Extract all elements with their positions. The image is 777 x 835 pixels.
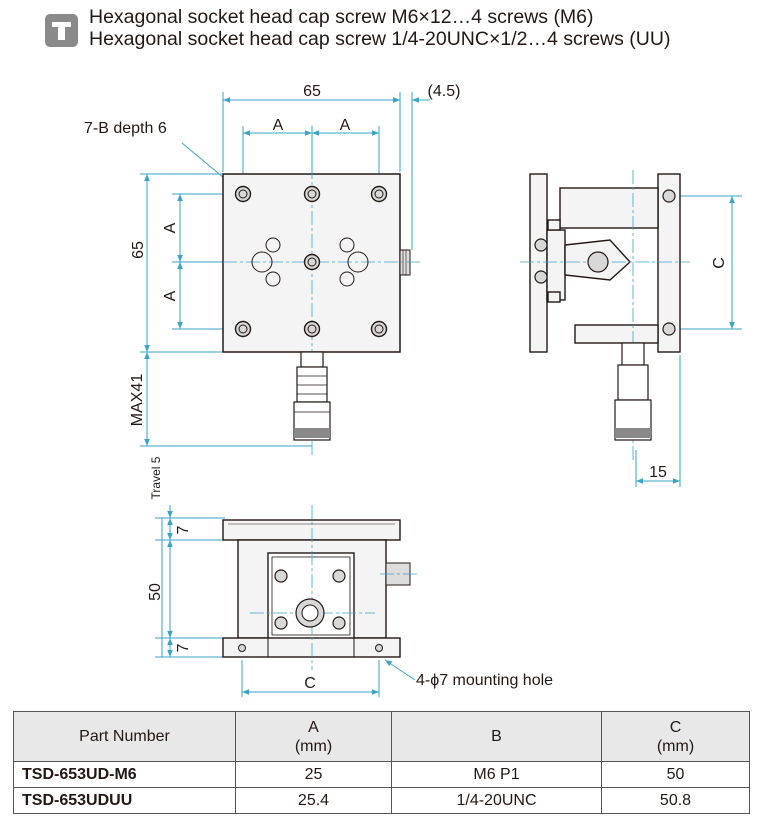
- cell-b: 1/4-20UNC: [391, 787, 602, 814]
- cell-a: 25: [235, 761, 392, 788]
- table-row: TSD-653UDUU 25.4 1/4-20UNC 50.8: [13, 787, 750, 814]
- top-a-dim-1: A: [273, 117, 284, 134]
- front-top-dim: 7: [175, 525, 192, 534]
- top-width-dim: 65: [303, 83, 321, 100]
- spec-table: Part Number A(mm) B C(mm) TSD-653UD-M6 2…: [13, 711, 750, 814]
- hole-depth-note: 7-B depth 6: [84, 120, 167, 137]
- top-a-dim-v2: A: [162, 290, 179, 301]
- header-c: C(mm): [601, 711, 750, 762]
- top-view: 65 (4.5) A A 7-B depth 6 65 A A MAX41: [84, 83, 460, 455]
- cell-b: M6 P1: [391, 761, 602, 788]
- travel-label: Travel 5: [149, 456, 163, 499]
- top-height-dim: 65: [130, 241, 147, 259]
- hex-socket-screw-icon: [45, 14, 78, 47]
- technical-drawing: 65 (4.5) A A 7-B depth 6 65 A A MAX41: [84, 83, 742, 697]
- cell-part: TSD-653UDUU: [13, 787, 236, 814]
- header-a-unit: (mm): [294, 737, 333, 755]
- table-row: TSD-653UD-M6 25 M6 P1 50: [13, 761, 750, 788]
- side-c-dim: C: [711, 257, 728, 269]
- side-offset-dim: 15: [649, 464, 667, 481]
- top-a-dim-v1: A: [162, 222, 179, 233]
- front-height-dim: 50: [147, 583, 164, 601]
- cell-c: 50: [601, 761, 750, 788]
- top-a-dim-2: A: [340, 117, 351, 134]
- screw-note-line-m6: Hexagonal socket head cap screw M6×12…4 …: [89, 6, 594, 28]
- screw-note-line-uu: Hexagonal socket head cap screw 1/4-20UN…: [89, 28, 671, 50]
- top-offset-dim: (4.5): [428, 83, 461, 100]
- side-view: C 15: [520, 170, 742, 487]
- header-a: A(mm): [235, 711, 392, 762]
- front-c-dim: C: [304, 675, 316, 692]
- header-b: B: [391, 711, 602, 762]
- front-bottom-dim: 7: [175, 643, 192, 652]
- micrometer-max-dim: MAX41: [129, 374, 146, 427]
- cell-a: 25.4: [235, 787, 392, 814]
- cell-part: TSD-653UD-M6: [13, 761, 236, 788]
- cell-c: 50.8: [601, 787, 750, 814]
- front-view: Travel 5 7 50 7 C 4-ϕ7 mounting hole: [147, 456, 553, 697]
- header-c-unit: (mm): [656, 737, 695, 755]
- header-part-number: Part Number: [13, 711, 236, 762]
- table-header-row: Part Number A(mm) B C(mm): [13, 711, 750, 762]
- mounting-hole-note: 4-ϕ7 mounting hole: [416, 672, 553, 689]
